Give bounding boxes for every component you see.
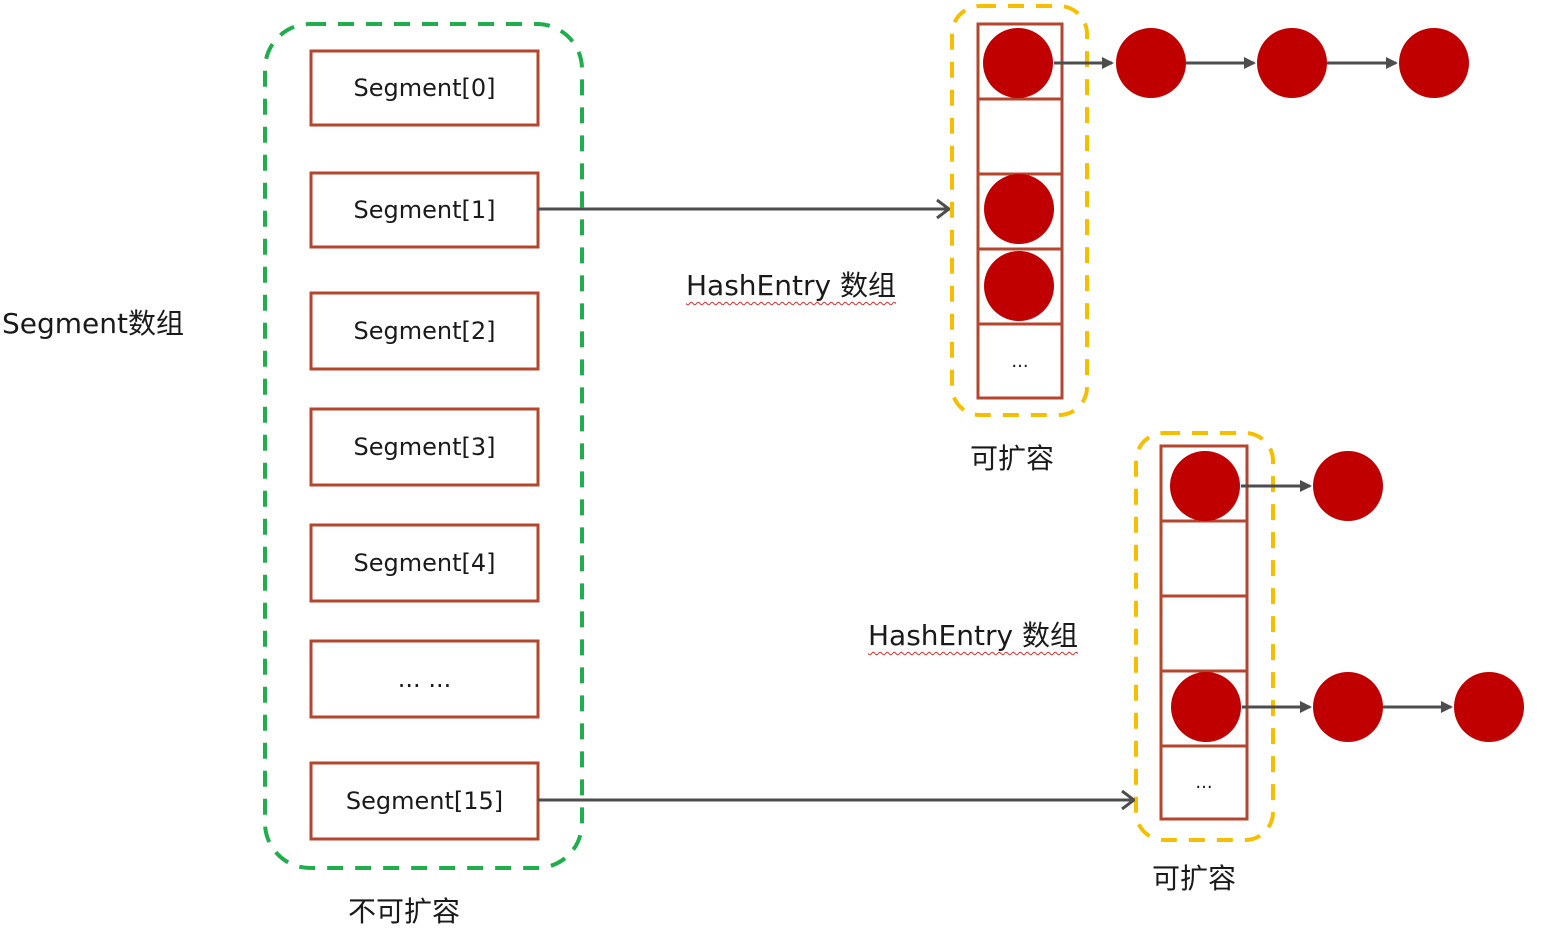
hash-cell [1159, 519, 1249, 598]
chain-arrows [1054, 57, 1453, 713]
hash-container-1 [950, 4, 1089, 417]
segment-box-2 [309, 291, 540, 371]
hashentry-label-1: HashEntry 数组 [686, 269, 896, 302]
segment-container [263, 22, 584, 870]
hash-ellipsis-2: ... [1195, 772, 1213, 793]
segment-box-ellipsis [309, 639, 540, 719]
segment-box-15 [309, 761, 540, 841]
hash-entry-nodes [983, 28, 1524, 742]
hash-entry-node [1399, 28, 1469, 98]
segment-label-15: Segment[15] [345, 787, 504, 815]
segment-box-4 [309, 523, 540, 603]
hash-entry-node [1116, 28, 1186, 98]
hash-cell [976, 97, 1064, 176]
segment-label-4: Segment[4] [353, 549, 496, 577]
segment-label-1: Segment[1] [353, 196, 496, 224]
hash-entry-node [984, 251, 1054, 321]
hashentry-caption-1: 可扩容 [970, 442, 1055, 475]
hash-entry-node [984, 174, 1054, 244]
hash-entry-node [1313, 451, 1383, 521]
segment-boxes [309, 49, 540, 841]
segment-label-3: Segment[3] [353, 433, 496, 461]
hash-cell [976, 322, 1064, 400]
hash-cell [1159, 744, 1249, 821]
segment-box-3 [309, 407, 540, 487]
hashentry-caption-2: 可扩容 [1152, 862, 1237, 895]
segment-caption: 不可扩容 [348, 895, 461, 928]
segment-label-0: Segment[0] [353, 74, 496, 102]
hash-entry-node [1171, 672, 1241, 742]
hashentry-label-2: HashEntry 数组 [868, 619, 1078, 652]
segment-array-title: Segment数组 [2, 307, 185, 340]
hash-entry-node [983, 28, 1053, 98]
hash-entry-node [1313, 672, 1383, 742]
segment-box-1 [309, 171, 540, 249]
hash-entry-node [1257, 28, 1327, 98]
hash-cell [1159, 594, 1249, 673]
hash-entry-node [1170, 451, 1240, 521]
segment-label-2: Segment[2] [353, 317, 496, 345]
segment-label-ellipsis: ... ... [397, 665, 452, 693]
hash-ellipsis-1: ... [1011, 350, 1029, 372]
segment-box-0 [309, 49, 540, 127]
hash-container-2 [1134, 431, 1275, 842]
hash-entry-node [1454, 672, 1524, 742]
